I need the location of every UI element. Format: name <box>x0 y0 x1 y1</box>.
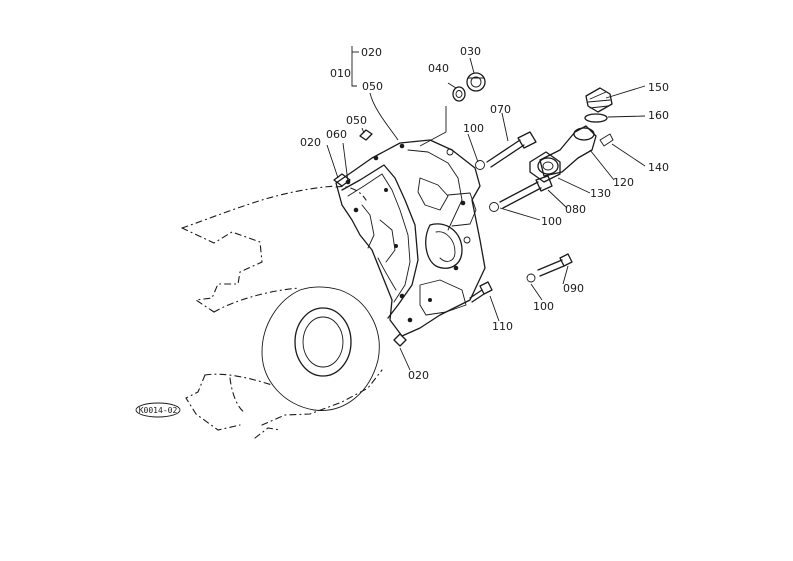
dowel-pin-050 <box>359 129 373 141</box>
part-label-020: 020 <box>408 369 429 382</box>
part-label-110: 110 <box>492 320 513 333</box>
part-label-090: 090 <box>563 282 584 295</box>
bushing-030 <box>466 72 486 92</box>
part-label-040: 040 <box>428 62 449 75</box>
part-label-070: 070 <box>490 103 511 116</box>
crankshaft-boss <box>261 286 380 411</box>
part-label-120: 120 <box>613 176 634 189</box>
part-label-060: 060 <box>326 128 347 141</box>
dowel-pin-020-lower <box>393 333 407 347</box>
bolt-070 <box>475 131 537 170</box>
part-label-010: 010 <box>330 67 351 80</box>
part-label-100: 100 <box>541 215 562 228</box>
part-label-020: 020 <box>300 136 321 149</box>
part-label-050: 050 <box>346 114 367 127</box>
oil-seal-040 <box>452 86 466 102</box>
part-label-150: 150 <box>648 81 669 94</box>
part-labels: 010 020 050 030 040 050 060 020 070 100 … <box>300 45 669 382</box>
bolt-110 <box>469 281 493 303</box>
gasket-130 <box>529 151 561 183</box>
part-label-030: 030 <box>460 45 481 58</box>
part-label-100: 100 <box>533 300 554 313</box>
reference-code-badge: K0014-02 <box>135 402 181 418</box>
part-label-020: 020 <box>361 46 382 59</box>
part-label-100: 100 <box>463 122 484 135</box>
engine-block-outline <box>181 185 383 439</box>
part-label-160: 160 <box>648 109 669 122</box>
oil-filler-cap-150 <box>585 87 613 113</box>
bolt-090 <box>526 253 573 283</box>
dowel-pin-020-upper <box>333 173 351 187</box>
part-label-130: 130 <box>590 187 611 200</box>
part-label-050: 050 <box>362 80 383 93</box>
reference-code: K0014-02 <box>139 406 178 415</box>
bolt-080 <box>489 175 553 212</box>
o-ring-160 <box>584 113 608 123</box>
part-label-140: 140 <box>648 161 669 174</box>
part-label-080: 080 <box>565 203 586 216</box>
gear-case-housing <box>335 139 486 337</box>
filler-pipe-120 <box>537 125 614 177</box>
leader-lines <box>326 46 646 371</box>
